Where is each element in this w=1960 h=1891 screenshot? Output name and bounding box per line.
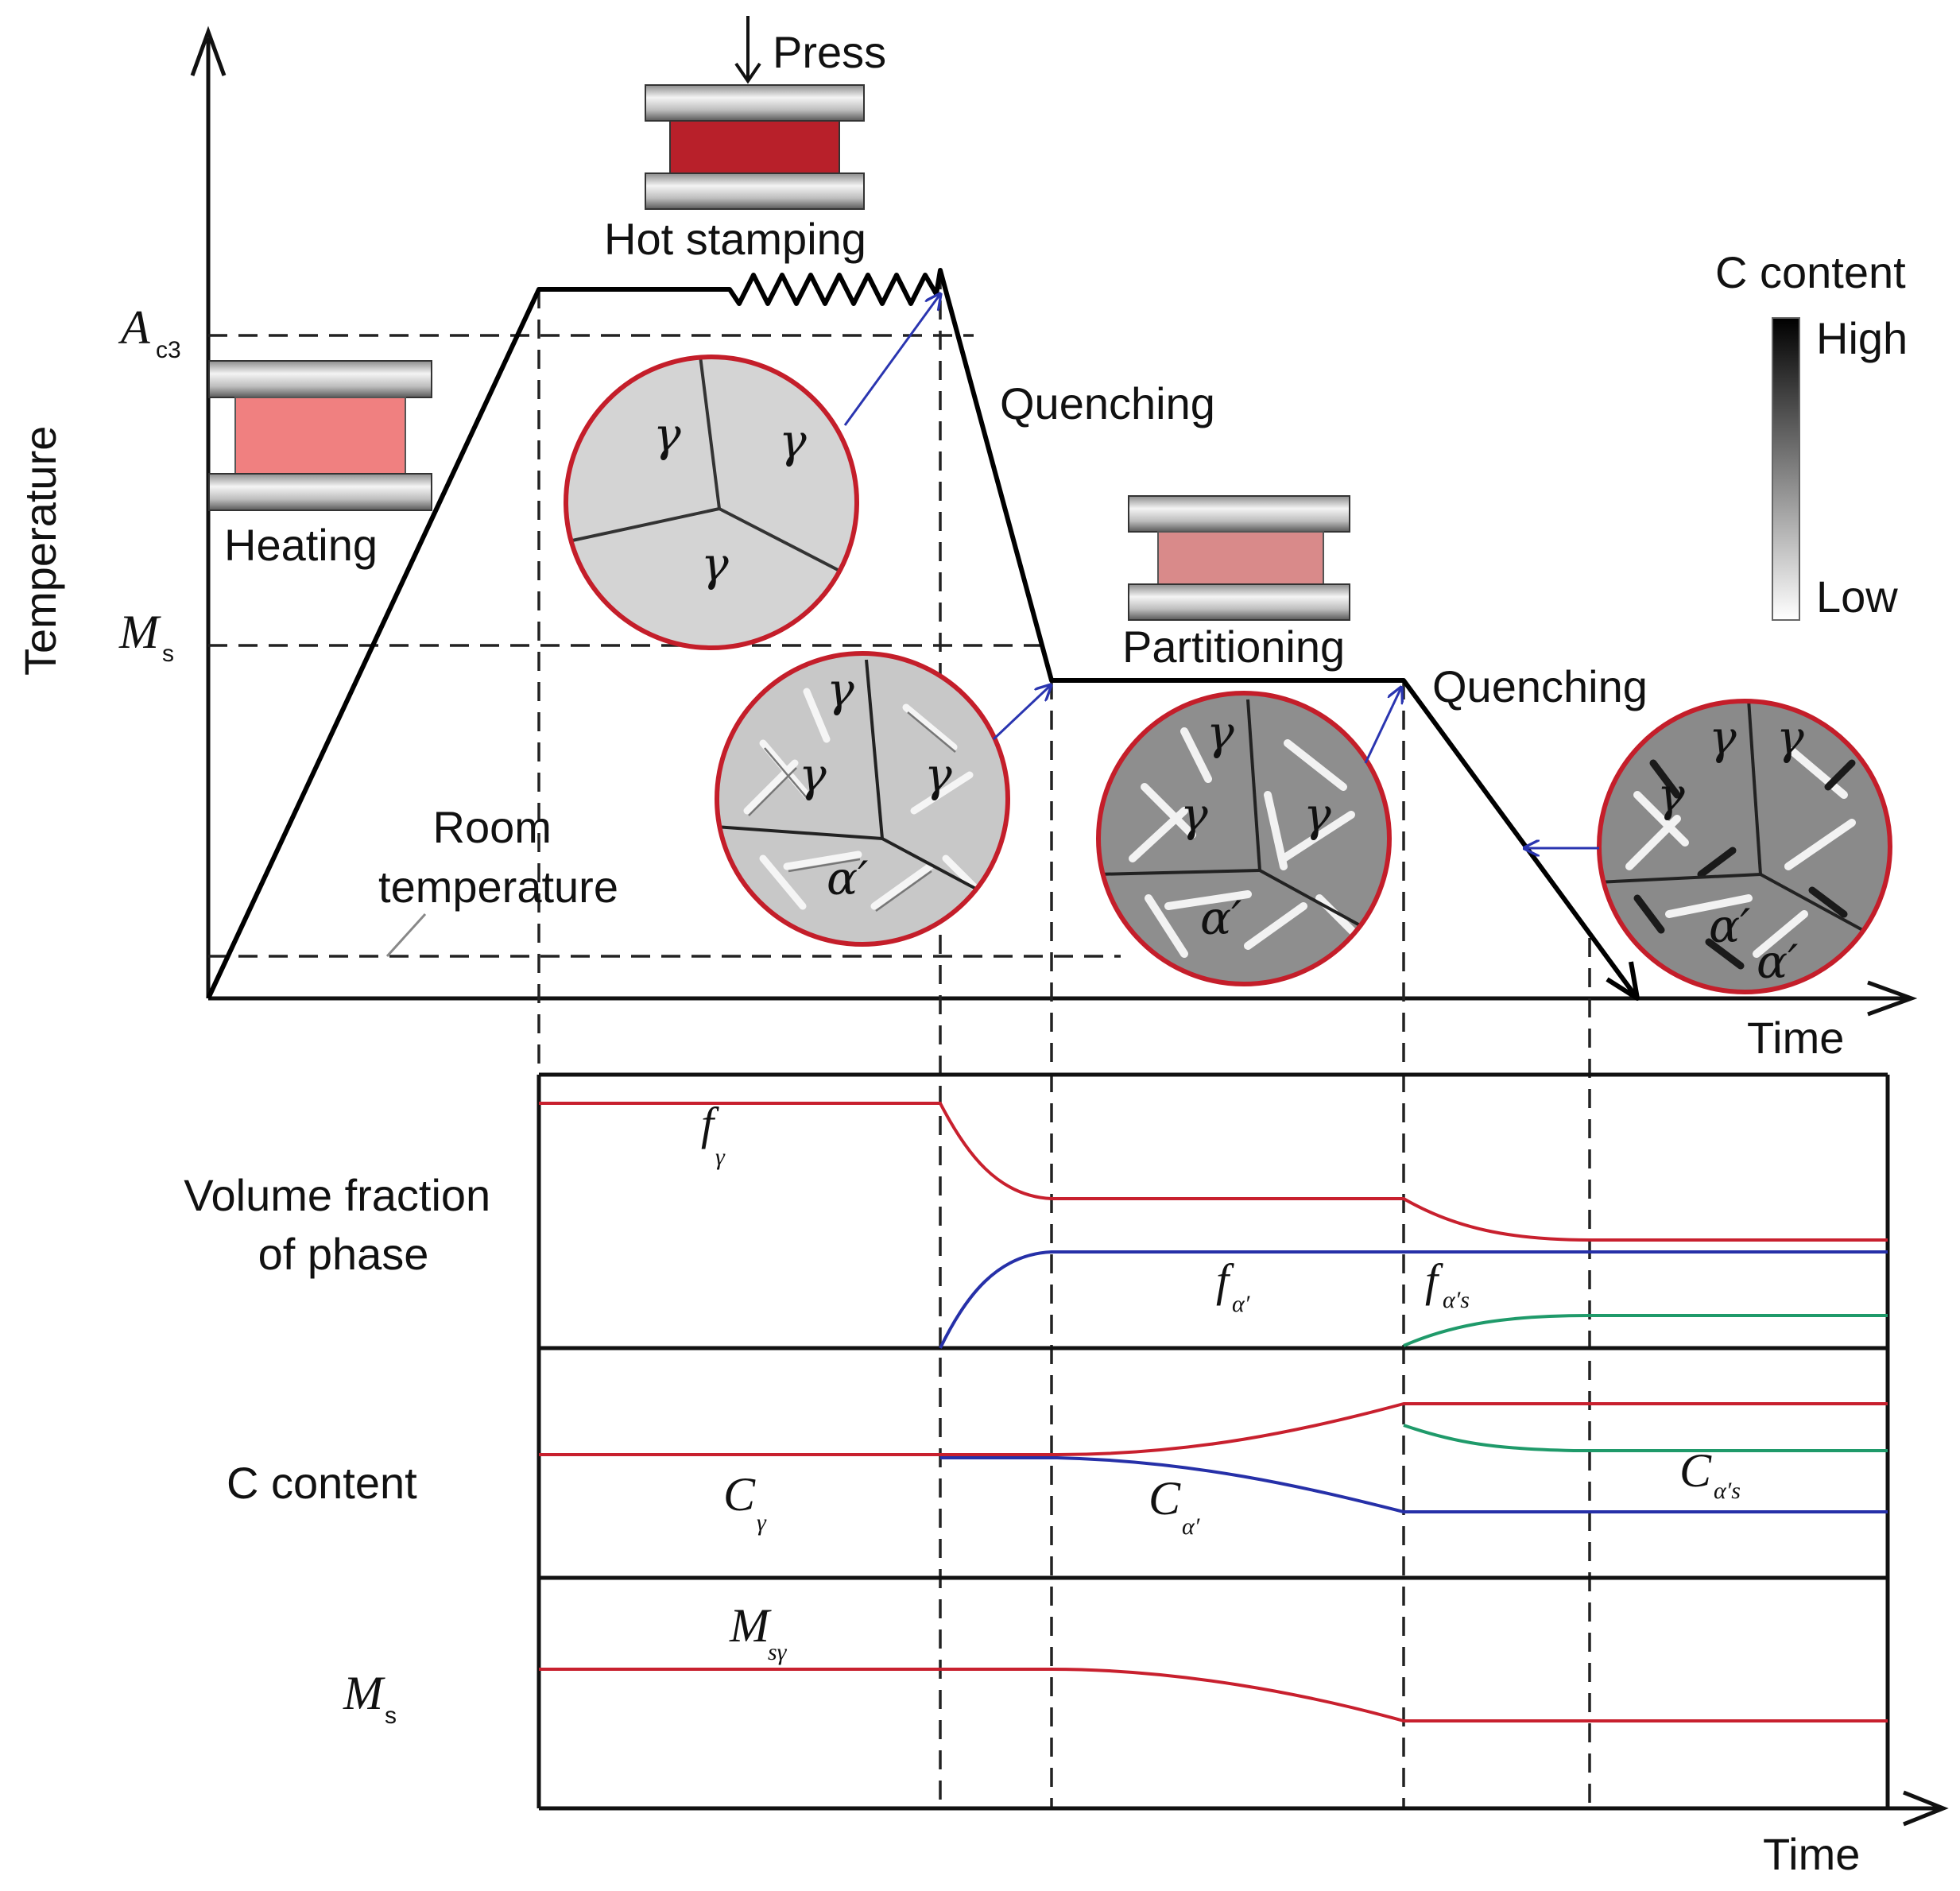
f-alpha-prime-s-label: f α′s [1425, 1254, 1470, 1313]
svg-text:γ: γ [1776, 711, 1804, 765]
final-quench-arrowhead [1606, 961, 1640, 1001]
svg-text:γ: γ [779, 414, 807, 468]
svg-text:γ: γ [1709, 711, 1737, 765]
press-label: Press [773, 27, 886, 77]
quenching-label-2: Quenching [1432, 661, 1648, 711]
volume-fraction-panel-label: Volume fraction of phase [184, 1170, 503, 1279]
microstructure-austenite: γ γ γ [564, 355, 859, 650]
time-axis-label-bottom: Time [1763, 1829, 1860, 1879]
ms-panel-label: M s [343, 1667, 397, 1729]
room-temperature-pointer [385, 913, 427, 958]
c-gamma-curve [539, 1402, 1888, 1456]
temperature-axis-label: Temperature [15, 426, 65, 676]
svg-text:γ: γ [701, 537, 729, 591]
svg-text:f: f [1425, 1254, 1443, 1306]
room-temperature-label: Room temperature [378, 802, 618, 912]
c-content-color-bar [1772, 317, 1800, 621]
svg-text:s: s [162, 641, 174, 667]
c-gamma-label: C γ [723, 1468, 767, 1536]
svg-text:α′: α′ [1200, 891, 1241, 945]
svg-text:C: C [723, 1468, 756, 1521]
svg-text:γ: γ [757, 1509, 767, 1536]
temperature-axes [190, 25, 1918, 1017]
property-panels-frame [536, 1072, 1949, 1827]
microstructure-pointer-arrows [843, 294, 1599, 848]
svg-text:γ: γ [799, 748, 827, 802]
svg-text:α′s: α′s [1443, 1287, 1470, 1313]
time-axis-label-top: Time [1747, 1013, 1844, 1063]
svg-text:γ: γ [924, 748, 952, 802]
c-alpha-prime-label: C α′ [1148, 1472, 1200, 1540]
c-content-legend-title: C content [1715, 247, 1906, 297]
svg-text:γ: γ [1303, 788, 1331, 842]
microstructure-partitioned: γ γ γ α′ [1096, 691, 1392, 986]
heating-label: Heating [224, 520, 378, 570]
svg-text:γ: γ [653, 408, 681, 462]
svg-text:γ: γ [1657, 768, 1685, 822]
svg-text:f: f [701, 1098, 719, 1149]
partitioning-label: Partitioning [1122, 622, 1345, 672]
microstructure-final: γ γ γ α′ α′ [1597, 699, 1892, 994]
svg-text:α′: α′ [1182, 1513, 1200, 1540]
svg-text:α′: α′ [1757, 935, 1798, 989]
press-arrow [734, 16, 761, 84]
svg-text:α′: α′ [1232, 1291, 1250, 1317]
c-content-low-label: Low [1816, 572, 1898, 622]
svg-text:c3: c3 [156, 337, 181, 363]
svg-text:γ: γ [827, 663, 854, 717]
svg-text:M: M [729, 1599, 772, 1652]
svg-text:M: M [343, 1667, 385, 1719]
svg-text:A: A [118, 301, 150, 354]
reference-dashed-lines [208, 270, 1591, 1808]
quenching-label-1: Quenching [1000, 378, 1215, 428]
svg-text:α′s: α′s [1714, 1478, 1741, 1504]
partitioning-furnace-icon [1128, 495, 1350, 621]
svg-text:C: C [1679, 1444, 1712, 1497]
f-alpha-prime-curve [939, 1250, 1888, 1349]
c-alpha-prime-s-curve [1403, 1424, 1888, 1452]
f-gamma-curve [539, 1102, 1888, 1242]
svg-text:α′: α′ [1709, 899, 1750, 953]
svg-text:γ: γ [1180, 788, 1208, 842]
f-gamma-label: f γ [701, 1098, 726, 1170]
svg-text:γ: γ [1207, 706, 1234, 760]
process-temperature-path [206, 268, 1640, 1000]
c-content-high-label: High [1816, 313, 1908, 363]
microstructure-initial-martensite: γ γ γ α′ [715, 651, 1010, 947]
ac3-label: A c3 [118, 301, 181, 363]
hot-stamping-press-icon [645, 84, 865, 210]
svg-text:s: s [385, 1703, 397, 1729]
svg-text:C: C [1148, 1472, 1181, 1525]
f-alpha-prime-label: f α′ [1216, 1254, 1250, 1317]
svg-text:α′: α′ [827, 851, 868, 905]
hot-stamping-label: Hot stamping [604, 214, 866, 264]
c-alpha-prime-s-label: C α′s [1679, 1444, 1741, 1504]
heating-furnace-icon [208, 360, 432, 511]
ms-label-top: M s [118, 606, 174, 667]
svg-text:sγ: sγ [768, 1639, 788, 1665]
ms-gamma-curve [539, 1668, 1888, 1722]
c-alpha-prime-curve [940, 1456, 1888, 1513]
svg-text:M: M [118, 606, 161, 658]
f-alpha-prime-s-curve [1403, 1314, 1888, 1347]
svg-text:γ: γ [715, 1144, 726, 1170]
ms-gamma-label: M sγ [729, 1599, 788, 1665]
c-content-panel-label: C content [227, 1458, 417, 1508]
